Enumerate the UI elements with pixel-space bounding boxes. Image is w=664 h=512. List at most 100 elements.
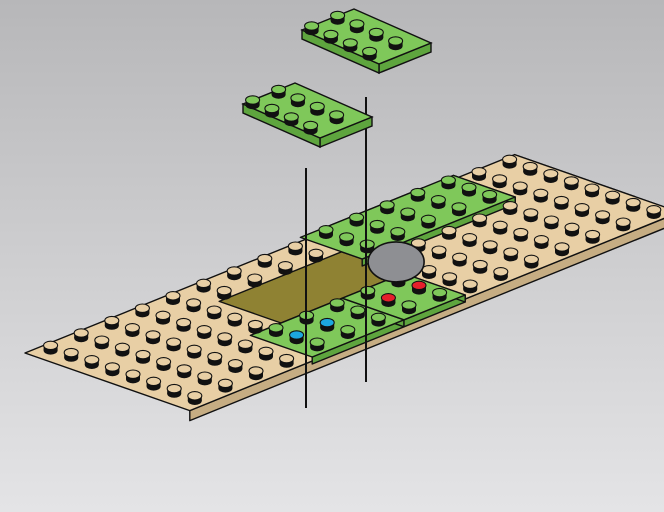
base-stud	[115, 343, 129, 356]
floating-plate-stud	[310, 102, 324, 115]
base-stud	[534, 236, 548, 249]
base-stud	[64, 348, 78, 361]
green-stud	[431, 196, 445, 209]
green-stud	[310, 338, 324, 351]
base-stud	[105, 316, 119, 329]
green-stud	[320, 318, 334, 331]
base-stud	[493, 221, 507, 234]
base-stud	[616, 218, 630, 231]
floating-plate-stud	[330, 111, 344, 124]
base-stud	[472, 168, 486, 181]
base-stud	[258, 254, 272, 267]
base-stud	[248, 274, 262, 287]
green-stud	[401, 208, 415, 221]
base-stud	[504, 248, 518, 261]
base-stud	[503, 202, 517, 215]
floating-plate-stud	[363, 47, 377, 60]
base-stud	[126, 370, 140, 383]
green-stud	[411, 188, 425, 201]
base-stud	[473, 214, 487, 227]
floating-plate-stud	[331, 11, 345, 24]
base-stud	[463, 234, 477, 247]
floating-plate-stud	[304, 121, 318, 134]
green-stud	[452, 203, 466, 216]
base-stud	[565, 223, 579, 236]
base-stud	[513, 182, 527, 195]
green-stud	[350, 213, 364, 226]
base-stud	[228, 360, 242, 373]
base-stud	[473, 260, 487, 273]
base-stud	[167, 384, 181, 397]
base-stud	[146, 331, 160, 344]
base-stud	[187, 299, 201, 312]
floating-plate-stud	[389, 37, 403, 50]
base-stud	[188, 392, 202, 405]
base-stud	[249, 367, 263, 380]
floating-plate-stud	[343, 39, 357, 52]
base-stud	[524, 209, 538, 222]
green-stud	[290, 331, 304, 344]
green-stud	[441, 176, 455, 189]
floating-plate-stud	[272, 85, 286, 98]
base-stud	[187, 345, 201, 358]
green-stud	[391, 228, 405, 241]
base-stud	[157, 358, 171, 371]
floating-plate-stud	[350, 20, 364, 33]
floating-plate-stud	[284, 113, 298, 126]
base-stud	[208, 352, 222, 365]
green-stud	[381, 294, 395, 307]
floating-plate-stud	[324, 30, 338, 43]
base-stud	[259, 347, 273, 360]
base-stud	[575, 204, 589, 217]
green-stud	[402, 301, 416, 314]
base-stud	[463, 280, 477, 293]
base-stud	[218, 333, 232, 346]
floating-plate-stud	[265, 104, 279, 117]
base-stud	[248, 320, 262, 333]
green-stud	[371, 313, 385, 326]
base-stud	[44, 341, 58, 354]
green-stud	[483, 190, 497, 203]
base-stud	[544, 170, 558, 183]
base-stud	[585, 184, 599, 197]
base-stud	[105, 363, 119, 376]
base-stud	[555, 243, 569, 256]
base-stud	[503, 155, 517, 168]
base-stud	[278, 262, 292, 275]
base-stud	[288, 242, 302, 255]
green-stud	[412, 281, 426, 294]
base-stud	[147, 377, 161, 390]
floating-plate-stud	[369, 28, 383, 41]
base-stud	[167, 338, 181, 351]
green-stud	[370, 220, 384, 233]
base-stud	[198, 372, 212, 385]
green-stud	[380, 201, 394, 214]
base-stud	[135, 304, 149, 317]
base-stud	[238, 340, 252, 353]
base-stud	[217, 286, 231, 299]
base-stud	[544, 216, 558, 229]
green-stud	[341, 326, 355, 339]
green-stud	[340, 233, 354, 246]
base-stud	[442, 226, 456, 239]
base-stud	[207, 306, 221, 319]
base-stud	[280, 354, 294, 367]
base-stud	[95, 336, 109, 349]
base-stud	[606, 191, 620, 204]
base-stud	[626, 198, 640, 211]
green-stud	[330, 299, 344, 312]
base-stud	[136, 350, 150, 363]
green-stud	[351, 306, 365, 319]
green-stud	[319, 226, 333, 239]
base-stud	[228, 313, 242, 326]
green-stud	[421, 215, 435, 228]
base-stud	[534, 189, 548, 202]
base-stud	[309, 249, 323, 262]
base-stud	[74, 329, 88, 342]
green-stud	[462, 183, 476, 196]
base-stud	[177, 365, 191, 378]
green-stud	[433, 288, 447, 301]
floating-plate-stud	[305, 22, 319, 35]
base-stud	[125, 324, 139, 337]
